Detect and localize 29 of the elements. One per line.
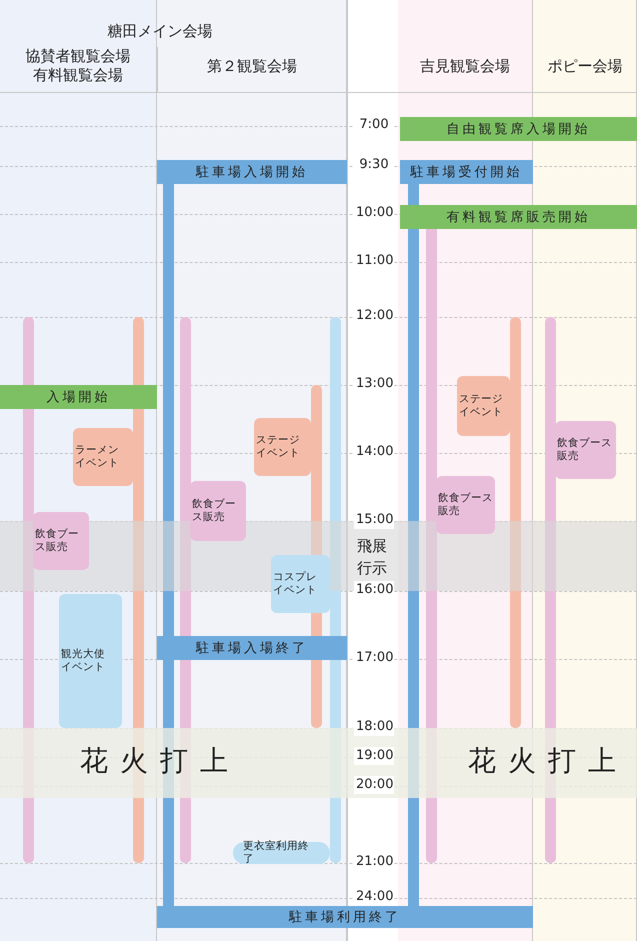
event-box: コスプレイベント bbox=[271, 555, 330, 613]
band-label: 花火打上 bbox=[80, 743, 240, 779]
venue-header: 吉見観覧会場 bbox=[419, 57, 511, 76]
venue-header: ポピー会場 bbox=[546, 57, 624, 76]
venue-header: 協賛者観覧会場有料観覧会場 bbox=[24, 47, 132, 85]
event-box: ラーメンイベント bbox=[73, 428, 133, 486]
event-box: 飲食ブース販売 bbox=[436, 476, 495, 534]
event-box: 飲食ブース販売 bbox=[190, 481, 246, 541]
schedule-bar: 有料観覧席販売開始 bbox=[400, 205, 637, 229]
schedule-bar: 駐車場利用終了 bbox=[157, 906, 533, 928]
event-box: 飲食ブース販売 bbox=[555, 421, 616, 479]
event-box: 更衣室利用終了 bbox=[233, 842, 330, 864]
schedule-bar: 駐車場受付開始 bbox=[400, 160, 533, 184]
time-label: 20:00 bbox=[354, 776, 394, 794]
schedule-bar: 駐車場入場終了 bbox=[157, 636, 347, 660]
venue-header: 第２観覧会場 bbox=[206, 57, 298, 76]
time-label: 18:00 bbox=[354, 718, 394, 736]
time-label: 19:00 bbox=[354, 747, 394, 765]
band-label: 飛展行示 bbox=[356, 536, 388, 579]
schedule-bar: 入場開始 bbox=[0, 385, 157, 409]
time-label: 15:00 bbox=[354, 511, 394, 529]
schedule-bar: 駐車場入場開始 bbox=[157, 160, 347, 184]
venue-header: 糖田メイン会場 bbox=[106, 22, 214, 41]
schedule-bar: 自由観覧席入場開始 bbox=[400, 117, 637, 141]
band-label: 花火打上 bbox=[468, 743, 628, 779]
event-box: ステージイベント bbox=[254, 418, 311, 476]
event-box: 飲食ブース販売 bbox=[33, 512, 89, 570]
event-box: ステージイベント bbox=[457, 376, 510, 436]
event-box: 観光大使イベント bbox=[59, 594, 122, 728]
